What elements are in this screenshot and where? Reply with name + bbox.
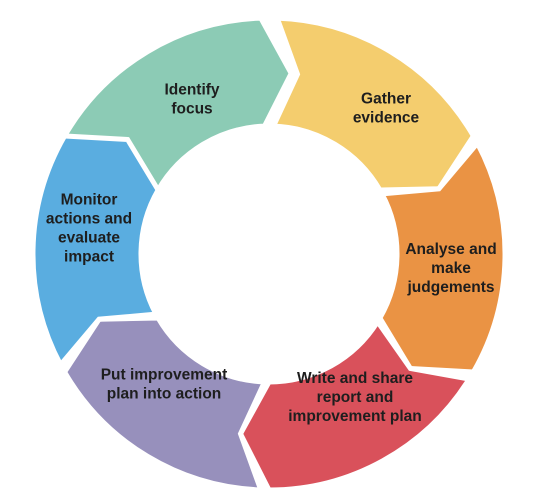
segment-label-line: improvement plan <box>288 408 422 425</box>
segment-label-line: evaluate <box>58 230 120 247</box>
segment-label-line: judgements <box>407 279 495 296</box>
segment-label-line: report and <box>317 389 394 406</box>
segment-label-line: plan into action <box>107 386 222 403</box>
cycle-segment-write-share-report <box>237 317 474 493</box>
segment-label-line: Gather <box>361 91 411 108</box>
segment-label-identify-focus: Identify focus <box>164 82 219 118</box>
segment-label-line: impact <box>64 249 114 266</box>
cycle-segment-gather-evidence <box>269 15 477 193</box>
segment-label-line: Monitor <box>61 192 118 209</box>
segment-label-gather-evidence: Gather evidence <box>353 91 420 127</box>
segment-label-line: actions and <box>46 211 132 228</box>
segment-label-put-plan-into-action: Put improvement plan into action <box>101 367 228 403</box>
segment-label-analyse-judgements: Analyse and make judgements <box>405 241 496 296</box>
segment-label-write-share-report: Write and share report and improvement pla… <box>288 370 422 425</box>
segment-label-line: Analyse and <box>405 241 496 258</box>
cycle-segment-put-plan-into-action <box>61 315 269 493</box>
segment-label-line: Put improvement <box>101 367 228 384</box>
segment-label-line: Write and share <box>297 370 413 387</box>
cycle-segment-monitor-evaluate <box>30 133 162 370</box>
segment-label-line: make <box>431 260 471 277</box>
segment-label-line: focus <box>171 101 212 118</box>
segment-label-monitor-evaluate: Monitor actions and evaluate impact <box>46 192 132 266</box>
cycle-segment-identify-focus <box>60 15 295 195</box>
segment-label-line: evidence <box>353 110 420 127</box>
segment-label-line: Identify <box>164 82 219 99</box>
cycle-segment-analyse-judgements <box>376 138 508 375</box>
